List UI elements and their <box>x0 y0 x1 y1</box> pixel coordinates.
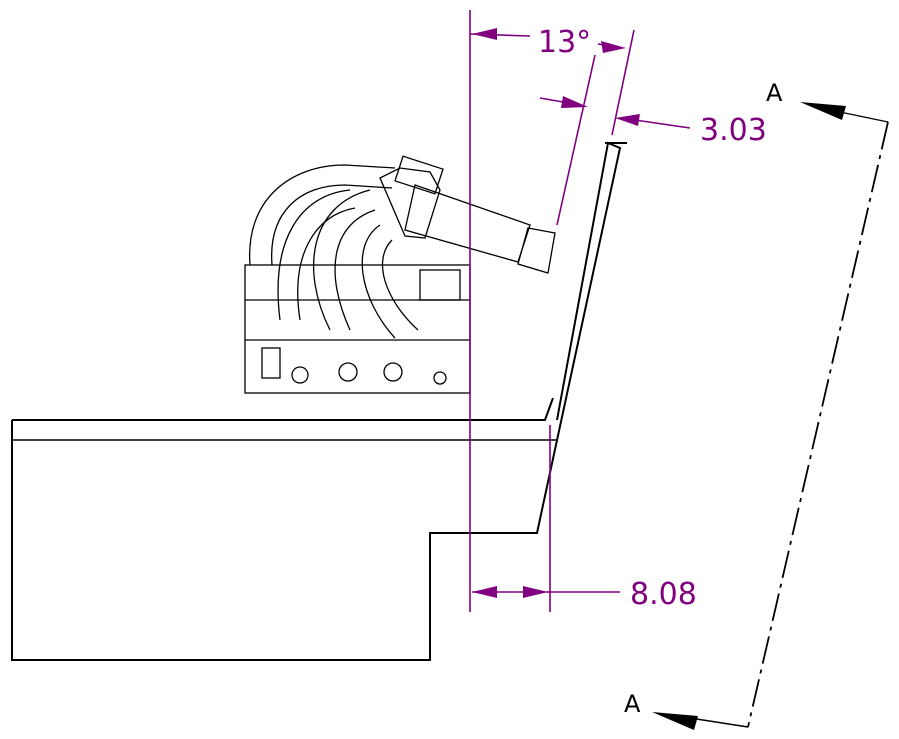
engine-port-4 <box>433 371 447 385</box>
chassis-outline <box>11 141 627 661</box>
offset-top-arrow-right <box>615 114 640 126</box>
header-pipe-2 <box>277 189 351 321</box>
collector <box>379 167 441 239</box>
angle-arrow-right <box>601 41 626 53</box>
offset-dimension-bottom: 8.08 <box>472 577 697 612</box>
section-line-aa: A A <box>624 79 889 730</box>
header-pipe-1-inner <box>271 184 393 266</box>
section-arrow-top <box>800 102 846 120</box>
engine-valve-cover <box>419 269 461 301</box>
section-cut-line <box>747 121 889 728</box>
offset-top-arrow-left <box>561 96 588 108</box>
section-top-leg <box>839 111 889 123</box>
offset-top-leader <box>634 119 691 129</box>
header-pipe-4 <box>361 224 396 339</box>
header-pipe-2-inner <box>297 207 356 321</box>
section-bottom-leg <box>689 717 749 728</box>
tail-pipe-tip <box>517 227 556 274</box>
section-label-bottom: A <box>624 690 641 718</box>
angled-ref-line <box>556 54 596 226</box>
section-label-top: A <box>766 79 783 107</box>
engine-mount-left <box>261 347 281 379</box>
tail-pipe <box>404 184 531 263</box>
angled-ext-line <box>611 29 635 136</box>
offset-top-label: 3.03 <box>700 113 767 148</box>
engine-port-2 <box>338 362 358 382</box>
turbo-housing <box>394 155 444 195</box>
chassis-body <box>11 141 622 661</box>
angle-dimension-label: 13° <box>538 25 591 60</box>
engine-assembly <box>244 155 556 394</box>
offset-bottom-arrow-right <box>523 586 548 598</box>
header-pipe-4-inner <box>381 239 419 331</box>
reference-lines <box>469 10 635 612</box>
offset-bottom-arrow-left <box>472 586 497 598</box>
header-pipe-1 <box>249 164 396 266</box>
header-pipe-3 <box>312 189 371 331</box>
angle-arrow-left <box>472 28 497 40</box>
engine-port-3 <box>383 362 403 382</box>
section-arrow-bottom <box>652 712 698 730</box>
offset-bottom-label: 8.08 <box>630 577 697 612</box>
engine-port-1 <box>291 366 309 384</box>
angle-dimension: 13° <box>469 25 626 60</box>
header-pipe-3-inner <box>334 209 376 331</box>
offset-dimension-top: 3.03 <box>539 96 767 148</box>
